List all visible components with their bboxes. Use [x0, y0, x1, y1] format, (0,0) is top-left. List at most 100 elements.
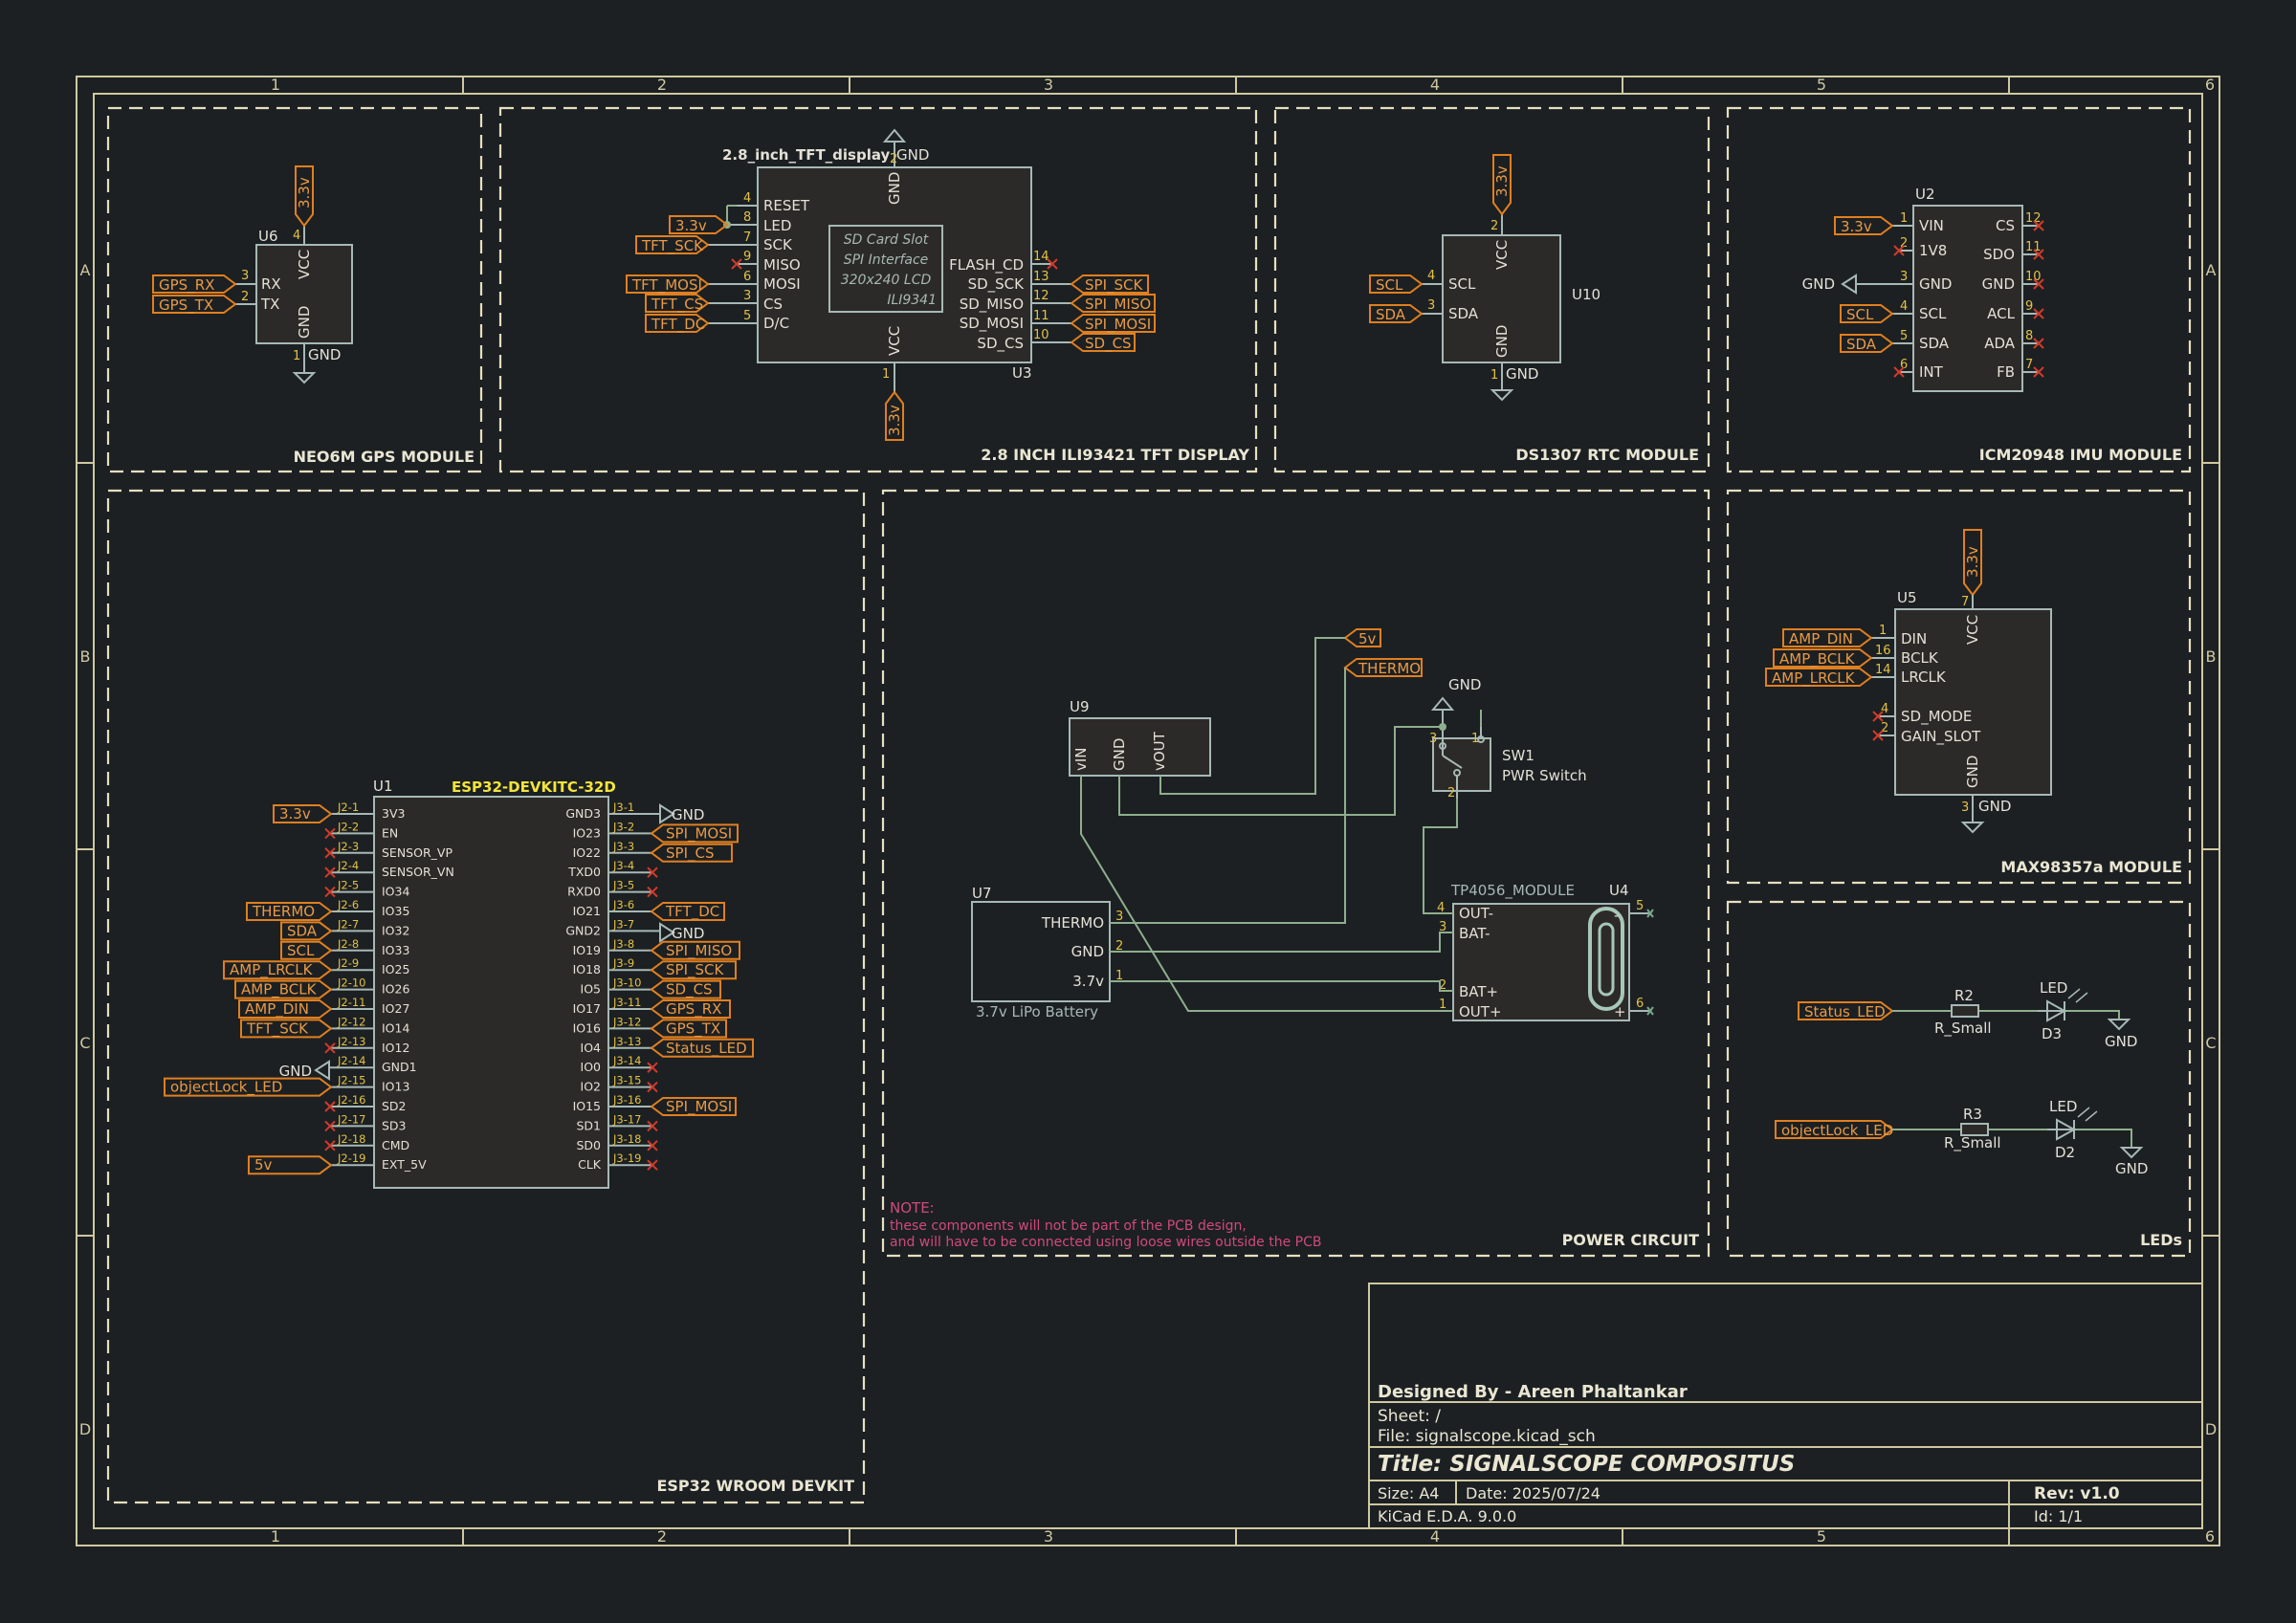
label-spi-sck[interactable]	[1070, 274, 1149, 294]
label-3v3[interactable]	[669, 215, 729, 234]
led-d3-icon[interactable]	[2038, 999, 2067, 1022]
block-amp[interactable]	[1726, 489, 2192, 885]
block-power[interactable]	[881, 489, 1711, 1258]
label-objectlock-led[interactable]	[1775, 1120, 1894, 1139]
pin-bat-plus: BAT+	[1459, 983, 1498, 1000]
esp32-label[interactable]	[650, 1019, 727, 1039]
esp32-label[interactable]	[240, 1019, 333, 1039]
resistor-r2[interactable]	[1951, 1004, 1979, 1018]
pin-num: 3	[1115, 910, 1123, 924]
resistor-r3[interactable]	[1960, 1123, 1989, 1136]
label-3v3[interactable]	[295, 165, 314, 228]
esp32-pin-label: IO25	[382, 962, 409, 976]
label-amp-lrclk[interactable]	[1765, 668, 1873, 687]
pin-gnd: GND	[886, 172, 903, 205]
pin-ada: ADA	[1984, 335, 2016, 352]
block-outlines: NEO6M GPS MODULE 2.8 INCH ILI93421 TFT D…	[106, 106, 2192, 1504]
label-3v3[interactable]	[1834, 216, 1894, 235]
pin-sd-cs: SD_CS	[977, 335, 1024, 353]
esp32-devkit-u1[interactable]: U1 ESP32-DEVKITC-32D 3V3J2-1ENJ2-2SENSOR…	[164, 778, 754, 1189]
label-gps-rx[interactable]	[152, 274, 237, 294]
label-scl[interactable]	[1840, 304, 1894, 323]
ref-u5: U5	[1897, 589, 1917, 606]
esp32-label[interactable]	[650, 1097, 737, 1116]
esp32-pin-label: IO15	[573, 1099, 601, 1113]
pin-num: 8	[743, 210, 751, 225]
esp32-label[interactable]	[650, 999, 731, 1019]
no-connect-icon	[647, 1159, 658, 1171]
pin-num: J2-2	[337, 820, 359, 833]
esp32-label[interactable]	[238, 999, 333, 1019]
esp32-label[interactable]	[248, 1155, 333, 1175]
gps-module-u6[interactable]: U6 RX TX VCC GND 3 2 4 1 GPS_RX GPS_TX 3…	[152, 165, 353, 384]
amp-module-u5[interactable]: U5 3.3v 7 VCC GND 3 GND DIN BCLK LRCLK S…	[1765, 529, 2052, 834]
gnd-symbol	[659, 922, 675, 943]
gnd-text: GND	[672, 806, 704, 823]
label-3v3[interactable]	[1963, 529, 1982, 597]
esp32-pin-label: SENSOR_VP	[382, 845, 453, 860]
esp32-label[interactable]	[650, 979, 721, 999]
esp32-label[interactable]	[234, 979, 333, 999]
label-text: SPI_CS	[666, 844, 715, 863]
label-text: 3.3v	[296, 177, 313, 208]
label-thermo[interactable]	[1343, 658, 1423, 677]
pin-scl: SCL	[1919, 305, 1947, 322]
block-leds[interactable]	[1726, 900, 2192, 1258]
block-tft[interactable]	[498, 106, 1258, 473]
label-tft-cs[interactable]	[645, 294, 710, 313]
esp32-label[interactable]	[164, 1077, 333, 1097]
date-text: Date: 2025/07/24	[1466, 1484, 1601, 1502]
pin-num: 4	[293, 229, 300, 243]
block-rtc[interactable]	[1273, 106, 1711, 473]
label-tft-dc[interactable]	[645, 314, 710, 333]
label-5v[interactable]	[1343, 628, 1381, 647]
label-sd-cs[interactable]	[1070, 333, 1136, 352]
label-tft-mosi[interactable]	[626, 274, 710, 294]
gnd-text: GND	[308, 346, 341, 363]
pin-num: J2-17	[337, 1112, 366, 1126]
esp32-label[interactable]	[650, 823, 739, 844]
power-circuit[interactable]: 5v THERMO U9 vIN GND vOUT SW1 PWR Switch…	[890, 628, 1654, 1250]
pin-sd-sck: SD_SCK	[968, 275, 1026, 294]
pin-sd-miso: SD_MISO	[960, 296, 1024, 314]
label-spi-mosi[interactable]	[1070, 314, 1156, 333]
esp32-label[interactable]	[650, 902, 725, 921]
label-gps-tx[interactable]	[152, 295, 237, 314]
esp32-label[interactable]	[246, 902, 333, 921]
label-tft-sck[interactable]	[635, 235, 710, 254]
esp32-label[interactable]	[650, 960, 737, 980]
label-text: TFT_DC	[665, 903, 719, 921]
pin-dc: D/C	[763, 315, 789, 332]
label-amp-din[interactable]	[1782, 628, 1873, 647]
esp32-label[interactable]	[280, 921, 333, 941]
esp32-label[interactable]	[650, 843, 733, 863]
block-gps[interactable]	[106, 106, 483, 473]
label-scl[interactable]	[1369, 274, 1424, 294]
label-3v3[interactable]	[885, 390, 904, 441]
no-connect-icon	[647, 1081, 658, 1093]
pin-num: J3-15	[612, 1074, 642, 1087]
esp32-label[interactable]	[650, 1038, 754, 1058]
imu-module-u2[interactable]: U2 VIN 1V8 GND SCL SDA INT 1 2 3 4 5 6 C…	[1802, 186, 2044, 392]
esp32-label[interactable]	[273, 804, 333, 823]
label-amp-bclk[interactable]	[1773, 648, 1873, 668]
led-d2-icon[interactable]	[2047, 1118, 2077, 1141]
esp32-label[interactable]	[650, 940, 740, 960]
gnd-symbol	[1841, 274, 1857, 295]
label-sda[interactable]	[1369, 304, 1424, 323]
pin-num: 3	[241, 269, 249, 283]
label-spi-miso[interactable]	[1070, 294, 1156, 313]
label-sda[interactable]	[1840, 334, 1894, 353]
block-imu[interactable]	[1726, 106, 2192, 473]
esp32-label[interactable]	[223, 960, 333, 980]
tft-display-u3[interactable]: 2.8_inch_TFT_display U3 GND 2 GND VCC 1 …	[626, 128, 1156, 441]
label-status-led[interactable]	[1798, 1001, 1894, 1020]
esp32-pin-label: EN	[382, 825, 398, 840]
led-circuits[interactable]: Status_LED R2 R_Small LED D3 GND objectL…	[1775, 979, 2148, 1177]
label-3v3[interactable]	[1492, 154, 1512, 216]
gnd-text: GND	[1448, 676, 1481, 693]
esp32-label[interactable]	[280, 940, 333, 960]
rtc-module-u10[interactable]: U10 SCL SDA VCC GND 4 3 2 1 SCL SDA 3.3v…	[1369, 154, 1601, 402]
